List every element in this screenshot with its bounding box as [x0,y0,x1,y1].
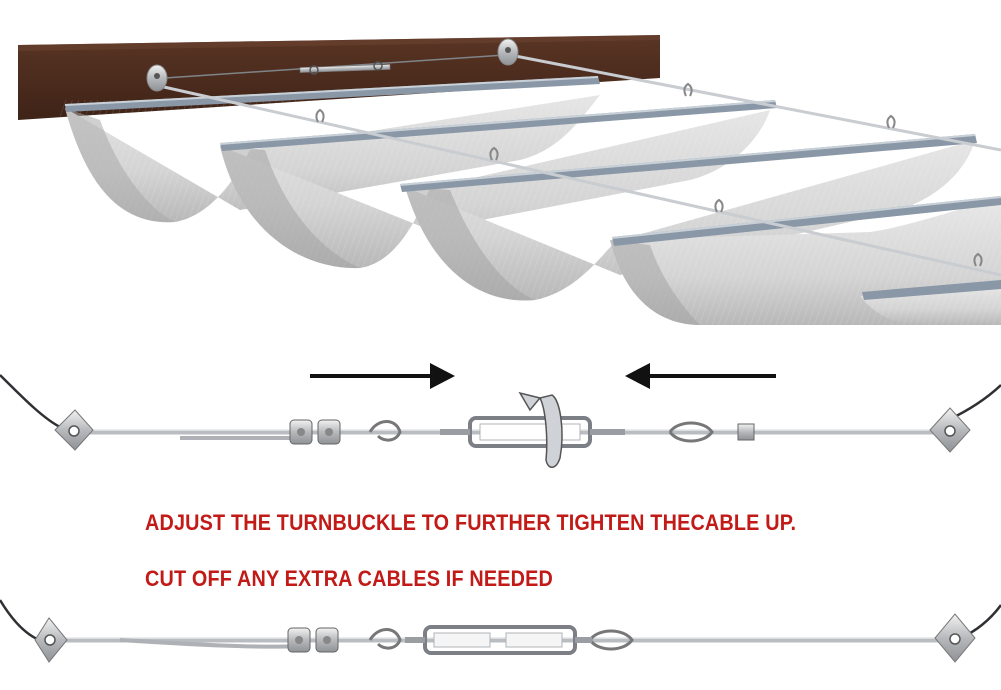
finished-diagram [0,599,1001,663]
rotate-icon [518,391,563,468]
wire-clip-icon [289,419,341,445]
turnbuckle-icon [405,625,592,655]
turnbuckle-icon [299,61,391,75]
turnbuckle-icon [440,416,625,448]
instruction-line-2: CUT OFF ANY EXTRA CABLES IF NEEDED [145,566,554,591]
tighten-diagram [0,363,1001,468]
pad-eye-icon [146,38,519,92]
arrow-left-icon [625,363,776,389]
wire-clip-icon [287,627,339,653]
pad-eye-icon [54,407,971,453]
pad-eye-icon [34,613,976,663]
arrow-right-icon [310,363,455,389]
canopy-illustration [0,0,1001,335]
instruction-line-1: ADJUST THE TURNBUCKLE TO FURTHER TIGHTEN… [145,510,797,535]
hook-icon [315,82,983,267]
hook-icon [368,420,714,443]
cable-end-left [0,374,63,430]
hook-icon [368,628,634,651]
